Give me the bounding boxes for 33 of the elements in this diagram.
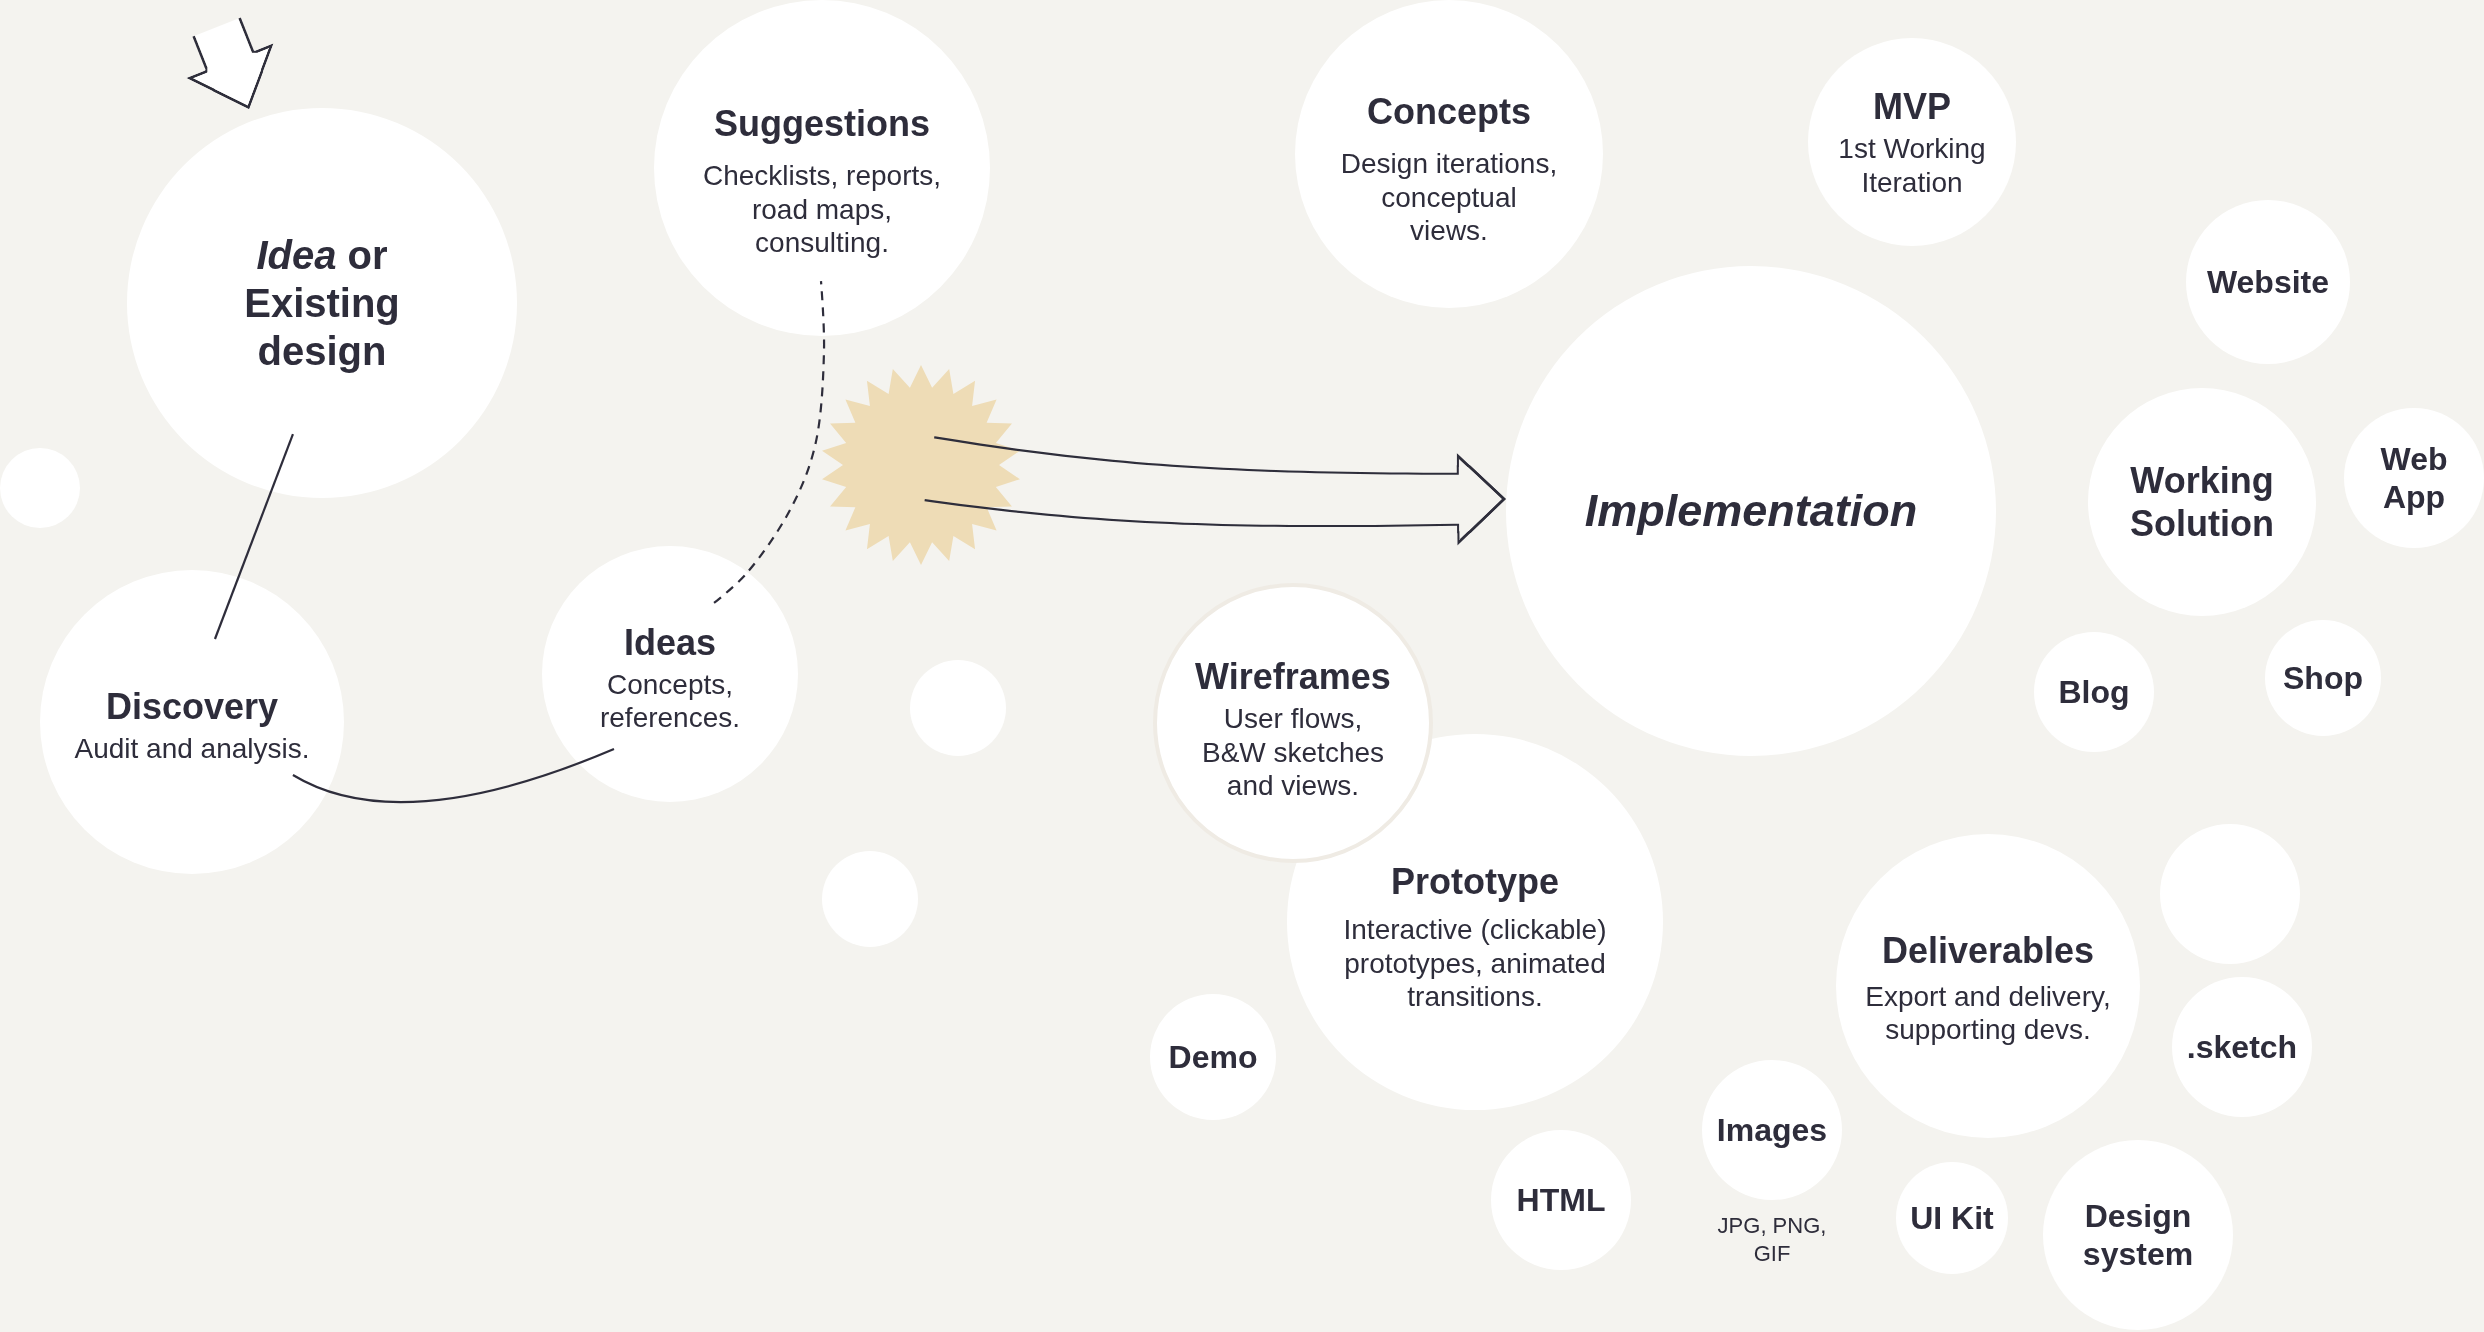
bubble-label: HTML xyxy=(1516,1180,1606,1220)
bubble-label: Implementation xyxy=(1584,484,1918,538)
bubble-label: Working Solution xyxy=(2129,458,2275,546)
bubble-label: Shop xyxy=(2283,658,2363,698)
bubble-label: UI Kit xyxy=(1910,1198,1994,1238)
bubble-label: Demo xyxy=(1168,1037,1258,1077)
bubble-title: Deliverables xyxy=(1881,929,2095,973)
bubble-label: Idea or Existing design xyxy=(243,232,401,375)
bubble-description: Checklists, reports, road maps, consulting. xyxy=(701,159,943,260)
bubble-label: Web App xyxy=(2379,439,2449,517)
bubble-description: Export and delivery, supporting devs. xyxy=(1864,979,2112,1047)
bubble-label: Design system xyxy=(2081,1196,2195,1274)
bubble-title: Wireframes xyxy=(1195,655,1391,699)
bubble-title: Suggestions xyxy=(714,102,930,146)
bubble-label: Images xyxy=(1716,1110,1828,1150)
bubble-description: Concepts, references. xyxy=(598,667,742,735)
bubble-label: Website xyxy=(2206,262,2330,302)
bubble-label: Blog xyxy=(2058,672,2130,712)
bubble-description: Design iterations, conceptual views. xyxy=(1340,147,1558,248)
bubble-description: Audit and analysis. xyxy=(74,731,310,766)
bubble-description: Interactive (clickable) prototypes, animated transitions. xyxy=(1342,913,1608,1014)
bubble-title: Ideas xyxy=(623,621,717,665)
bubble-title: Prototype xyxy=(1391,860,1559,904)
bubble-title: Concepts xyxy=(1367,90,1531,134)
bubble-title: Discovery xyxy=(105,684,279,728)
dashed-connector-line xyxy=(713,280,826,604)
bubble-caption: JPG, PNG, GIF xyxy=(1716,1212,1828,1268)
bubble-label: .sketch xyxy=(2186,1027,2298,1067)
bubble-title: MVP xyxy=(1873,84,1951,128)
connector-line xyxy=(213,433,294,640)
connector-line xyxy=(292,748,615,804)
bubble-description: User flows, B&W sketches and views. xyxy=(1200,702,1386,803)
bubble-description: 1st Working Iteration xyxy=(1837,132,1987,200)
